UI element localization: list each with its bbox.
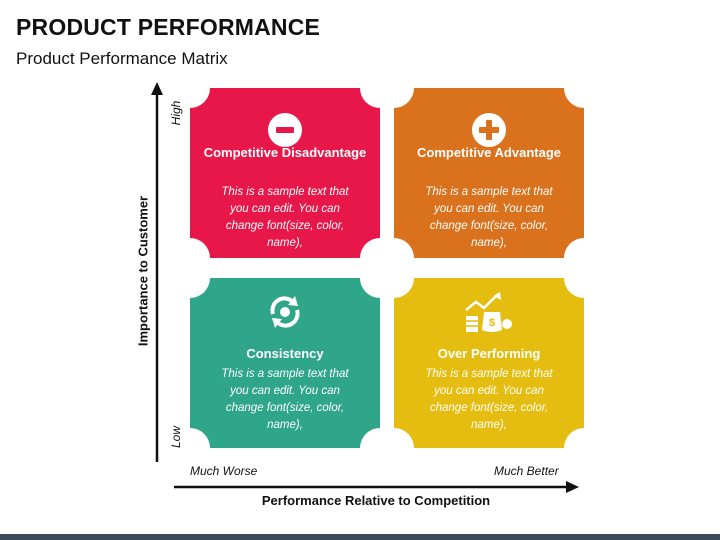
x-axis-high-label: Much Better	[494, 464, 559, 478]
x-axis-low-label: Much Worse	[190, 464, 258, 478]
quadrant-over-performing: $ Over Performing This is a sample text …	[394, 278, 584, 448]
y-axis-label: Importance to Customer	[135, 195, 151, 347]
quadrant-shape	[394, 278, 584, 448]
plus-circle-icon	[472, 113, 506, 147]
quadrant-shape	[190, 88, 380, 258]
quadrant-competitive-advantage: Competitive Advantage This is a sample t…	[394, 88, 584, 258]
quadrant-shape	[190, 278, 380, 448]
quadrant-text: This is a sample text that you can edit.…	[221, 368, 349, 431]
x-axis-arrow	[174, 481, 579, 493]
money-growth-icon: $	[465, 292, 512, 332]
page-title: PRODUCT PERFORMANCE	[16, 14, 321, 40]
quadrant-title: Over Performing	[437, 346, 541, 361]
page-subtitle: Product Performance Matrix	[16, 49, 228, 68]
x-axis-label: Performance Relative to Competition	[261, 493, 491, 508]
quadrant-competitive-disadvantage: Competitive Disadvantage This is a sampl…	[190, 88, 380, 258]
minus-circle-icon	[268, 113, 302, 147]
svg-text:$: $	[489, 317, 495, 329]
quadrant-title: Competitive Disadvantage	[203, 145, 367, 160]
y-axis-low-label: Low	[169, 425, 183, 449]
quadrant-title: Competitive Advantage	[417, 145, 561, 160]
quadrant-consistency: Consistency This is a sample text that y…	[190, 278, 380, 448]
quadrant-text: This is a sample text that you can edit.…	[221, 186, 349, 249]
y-axis-arrow	[151, 82, 163, 462]
footer-bar	[0, 534, 720, 540]
quadrant-text: This is a sample text that you can edit.…	[425, 368, 553, 431]
quadrant-shape	[394, 88, 584, 258]
quadrant-text: This is a sample text that you can edit.…	[425, 186, 553, 249]
refresh-cycle-icon	[270, 296, 300, 328]
y-axis-high-label: High	[169, 100, 183, 126]
quadrant-title: Consistency	[246, 346, 324, 361]
